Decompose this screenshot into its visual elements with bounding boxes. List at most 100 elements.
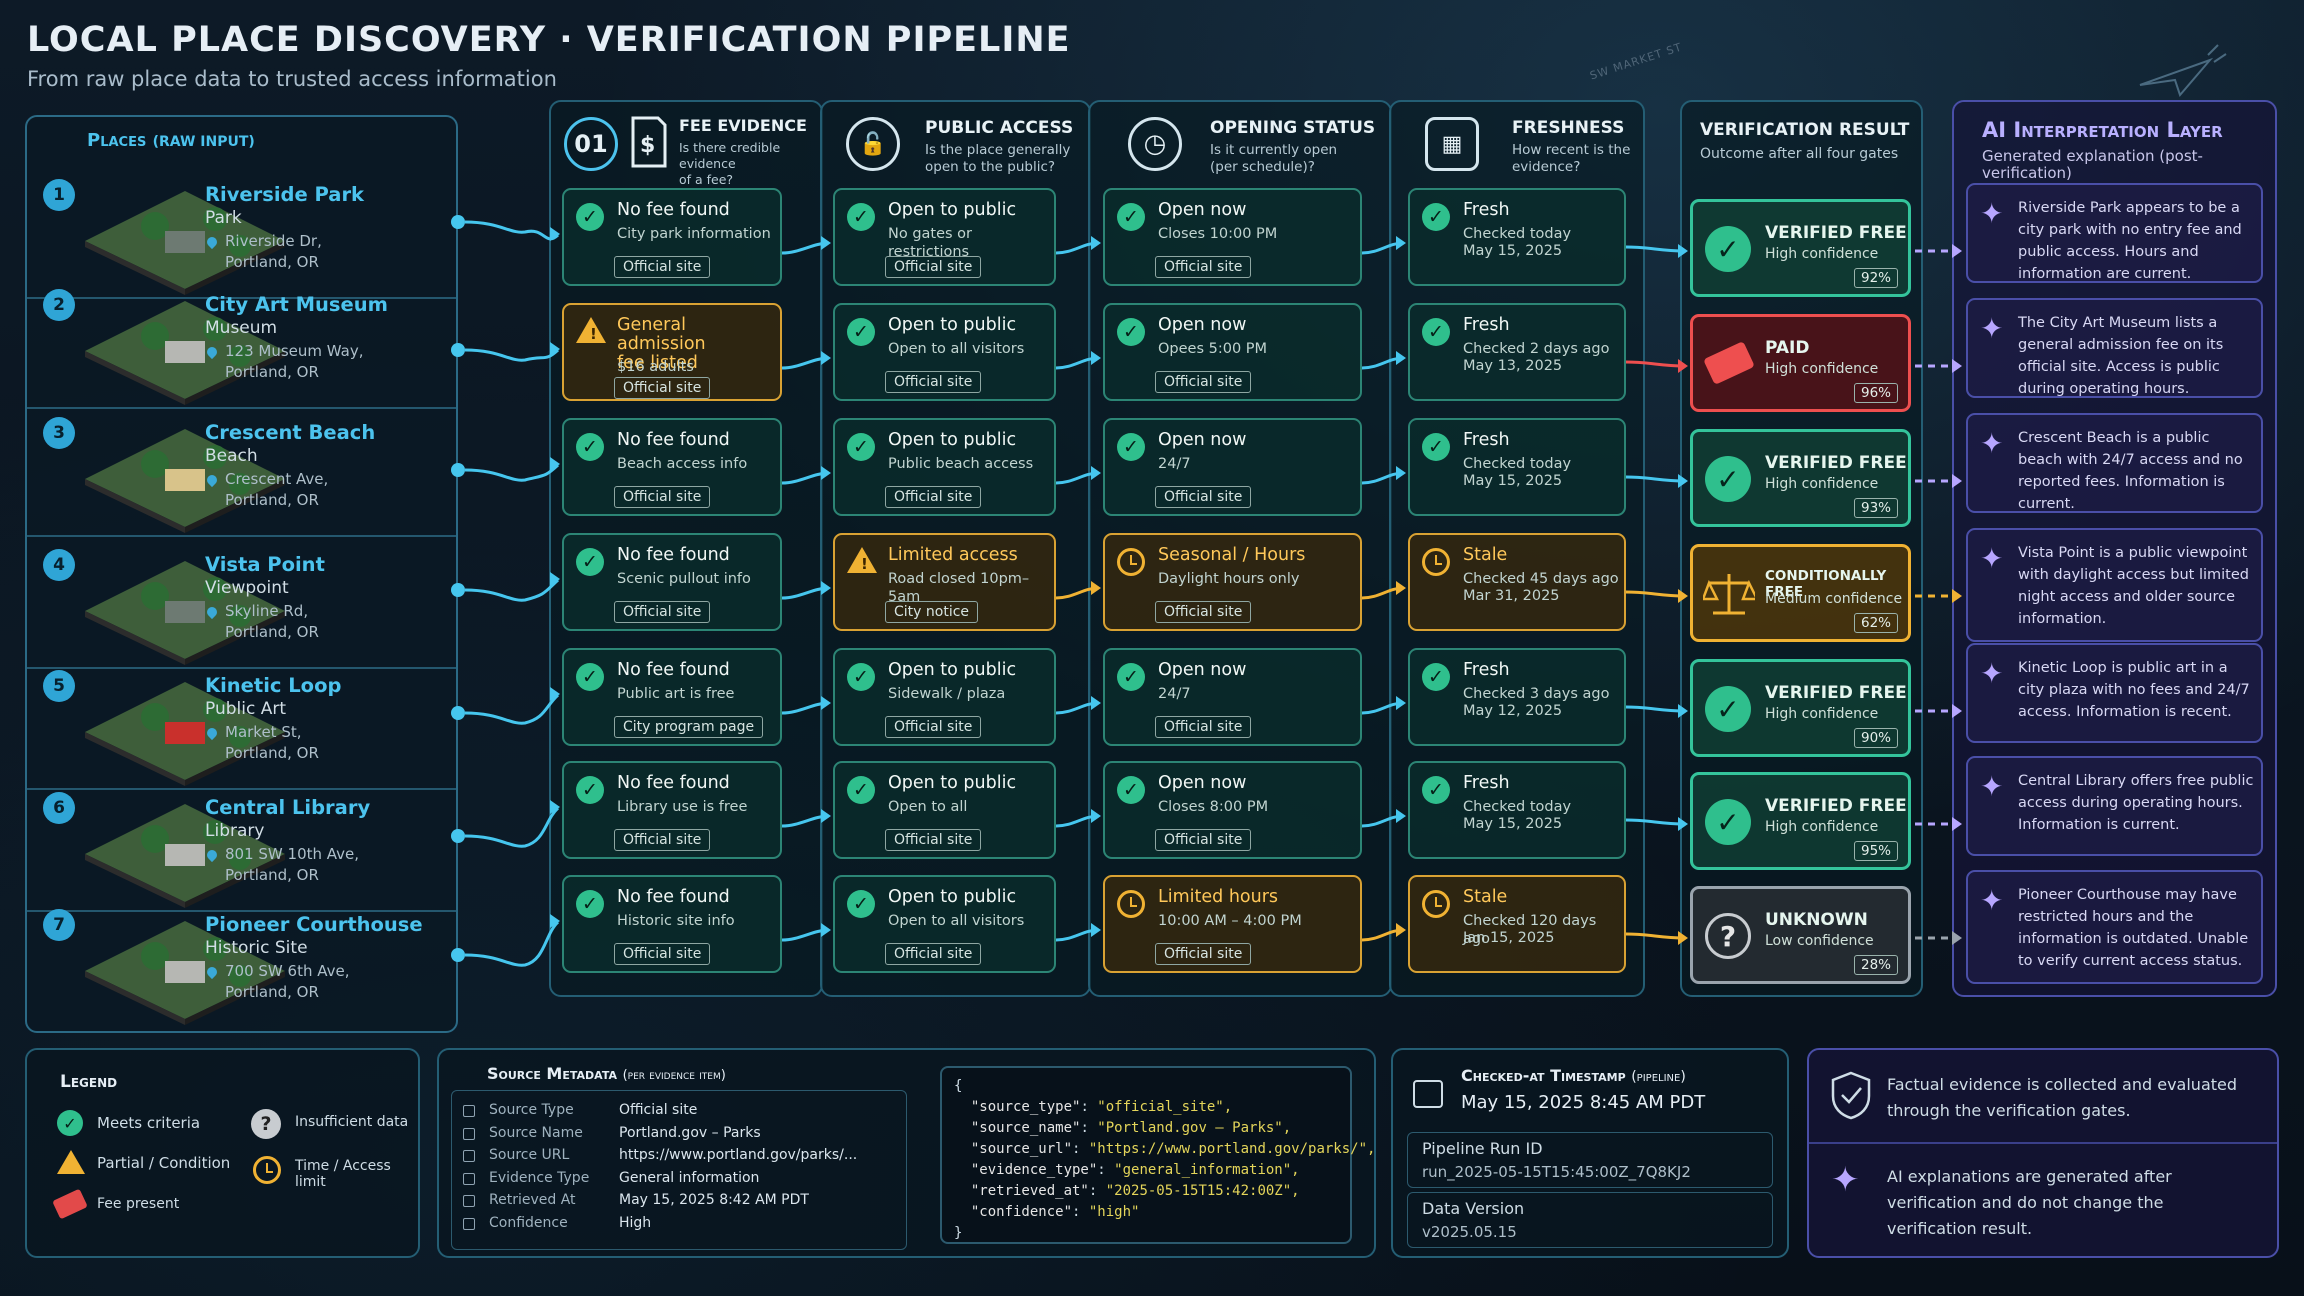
source-tag[interactable]: Official site xyxy=(1155,486,1252,508)
json-value: "2025-05-15T15:42:00Z", xyxy=(1105,1183,1300,1199)
sparkle-icon: ✦ xyxy=(1980,770,2004,803)
card-title: No fee found xyxy=(617,430,730,450)
connector-dot xyxy=(451,215,465,229)
place-name[interactable]: Riverside Park xyxy=(205,183,365,206)
place-name[interactable]: Vista Point xyxy=(205,553,325,576)
source-tag[interactable]: Official site xyxy=(614,943,711,965)
source-tag[interactable]: Official site xyxy=(614,486,711,508)
place-type: Park xyxy=(205,208,242,228)
place-address: 801 SW 10th Ave,Portland, OR xyxy=(225,845,360,884)
source-tag[interactable]: Official site xyxy=(614,377,711,399)
question-icon: ? xyxy=(1705,913,1751,959)
source-tag[interactable]: Official site xyxy=(1155,943,1252,965)
place-name[interactable]: Crescent Beach xyxy=(205,421,376,444)
source-tag[interactable]: Official site xyxy=(1155,829,1252,851)
connector-dot xyxy=(451,583,465,597)
source-tag[interactable]: City program page xyxy=(614,716,764,738)
meta-key: Evidence Type xyxy=(489,1169,590,1186)
check-icon: ✓ xyxy=(1422,203,1450,231)
warning-mark: ! xyxy=(590,325,597,343)
source-tag[interactable]: Official site xyxy=(1155,716,1252,738)
result-status: UNKNOWN xyxy=(1765,910,1868,930)
card-detail: Checked today xyxy=(1463,456,1572,472)
result-confidence: High confidence xyxy=(1765,706,1879,722)
ai-explanation-card: ✦Riverside Park appears to be a city par… xyxy=(1966,183,2263,283)
source-tag[interactable]: Official site xyxy=(885,716,982,738)
source-tag[interactable]: Official site xyxy=(614,601,711,623)
ai-explanation-card: ✦Vista Point is a public viewpoint with … xyxy=(1966,528,2263,642)
place-type: Library xyxy=(205,821,265,841)
card-title: Open to public xyxy=(888,773,1017,793)
card-title: Open to public xyxy=(888,887,1017,907)
arrow-head xyxy=(1091,809,1101,823)
source-tag[interactable]: Official site xyxy=(885,256,982,278)
source-tag[interactable]: Official site xyxy=(885,943,982,965)
json-key: "confidence" xyxy=(970,1204,1073,1220)
source-tag[interactable]: Official site xyxy=(885,371,982,393)
arrow-head xyxy=(821,351,831,365)
source-meta-table xyxy=(451,1090,907,1250)
source-tag[interactable]: Official site xyxy=(614,829,711,851)
source-tag[interactable]: Official site xyxy=(1155,256,1252,278)
source-tag[interactable]: Official site xyxy=(1155,601,1252,623)
result-confidence-percent: 90% xyxy=(1853,728,1898,748)
place-name[interactable]: Pioneer Courthouse xyxy=(205,913,423,936)
source-tag[interactable]: Official site xyxy=(885,486,982,508)
source-tag[interactable]: Official site xyxy=(1155,371,1252,393)
card-detail: Public beach access xyxy=(888,456,1034,472)
place-name[interactable]: Kinetic Loop xyxy=(205,674,342,697)
source-tag[interactable]: Official site xyxy=(885,829,982,851)
card-date: May 15, 2025 xyxy=(1463,243,1563,259)
source-tag[interactable]: City notice xyxy=(885,601,979,623)
place-number-badge: 3 xyxy=(43,417,75,449)
source-tag[interactable]: Official site xyxy=(614,256,711,278)
arrow-head xyxy=(1091,351,1101,365)
card-title: Fresh xyxy=(1463,773,1510,793)
place-name[interactable]: City Art Museum xyxy=(205,293,388,316)
connector-arrow xyxy=(464,920,560,967)
svg-text:$: $ xyxy=(640,133,655,158)
card-detail: Scenic pullout info xyxy=(617,571,751,587)
place-name[interactable]: Central Library xyxy=(205,796,371,819)
connector-arrow xyxy=(464,463,560,482)
legend-partial: Partial / Condition xyxy=(97,1154,231,1172)
card-title: Seasonal / Hours xyxy=(1158,545,1306,565)
